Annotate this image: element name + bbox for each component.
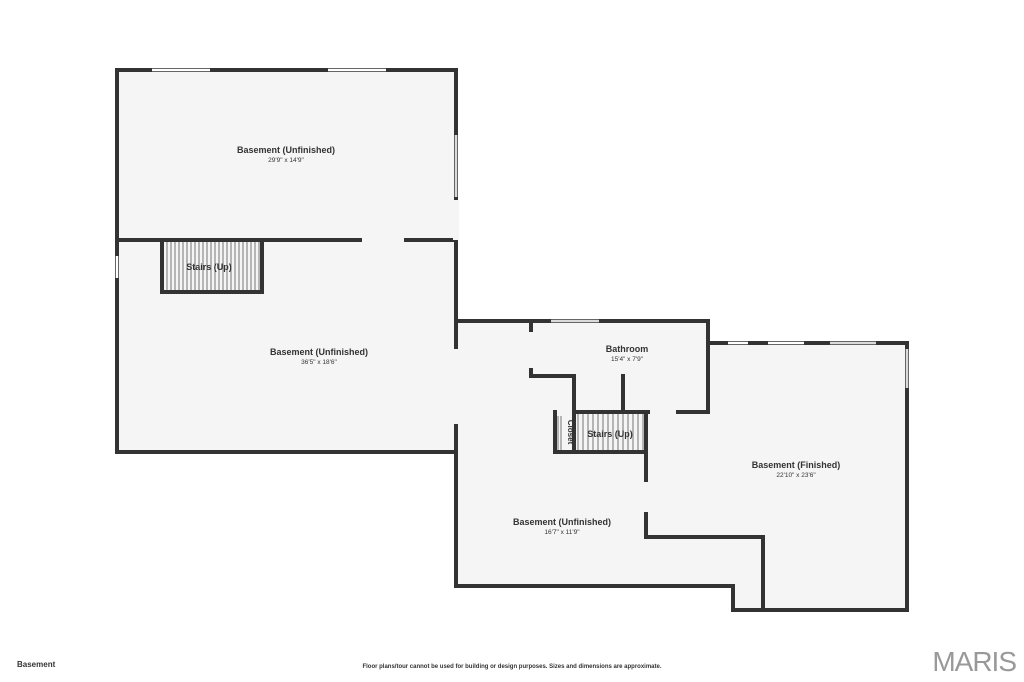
room-name-basement-finished: Basement (Finished) xyxy=(752,460,841,470)
stairs-treads-lower xyxy=(577,412,644,450)
closet-shelves xyxy=(557,416,562,450)
room-labels: Basement (Unfinished) 29'9" x 14'9" Stai… xyxy=(186,145,840,536)
room-fills xyxy=(117,70,907,610)
maris-logo: MARIS xyxy=(932,646,1017,677)
room-name-closet: Closet xyxy=(566,420,575,445)
room-name-stairs-upper: Stairs (Up) xyxy=(186,262,232,272)
stairs-treads-upper xyxy=(166,242,260,292)
room-dims-basement-finished: 22'10" x 23'6" xyxy=(776,472,816,479)
disclaimer-text: Floor plans/tour cannot be used for buil… xyxy=(362,664,662,670)
room-dims-bathroom: 15'4" x 7'9" xyxy=(611,356,644,363)
room-name-stairs-lower: Stairs (Up) xyxy=(587,429,633,439)
room-name-basement-upper: Basement (Unfinished) xyxy=(237,145,335,155)
room-dims-basement-lower: 16'7" x 11'9" xyxy=(544,529,580,536)
room-dims-basement-upper: 29'9" x 14'9" xyxy=(268,157,304,164)
room-dims-basement-middle: 36'5" x 18'6" xyxy=(301,359,337,366)
openings xyxy=(123,200,676,512)
room-name-basement-middle: Basement (Unfinished) xyxy=(270,347,368,357)
level-label: Basement xyxy=(17,660,56,669)
room-name-basement-lower: Basement (Unfinished) xyxy=(513,517,611,527)
windows xyxy=(115,68,909,388)
room-name-bathroom: Bathroom xyxy=(606,344,649,354)
